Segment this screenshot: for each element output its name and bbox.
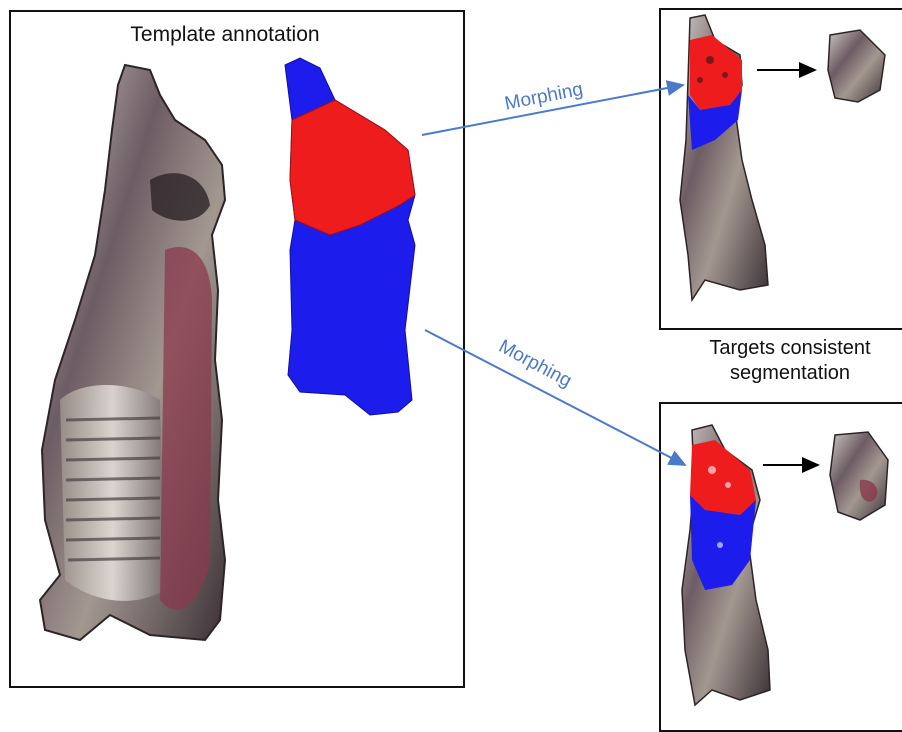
- target-bottom-image: [682, 425, 770, 705]
- extracted-part-top: [828, 30, 885, 102]
- extracted-part-bottom: [830, 432, 888, 520]
- morph-arrow-bottom: [425, 330, 685, 465]
- target-top-image: [680, 15, 768, 300]
- template-carcass-image: [40, 65, 225, 640]
- template-segmentation-image: [285, 58, 415, 415]
